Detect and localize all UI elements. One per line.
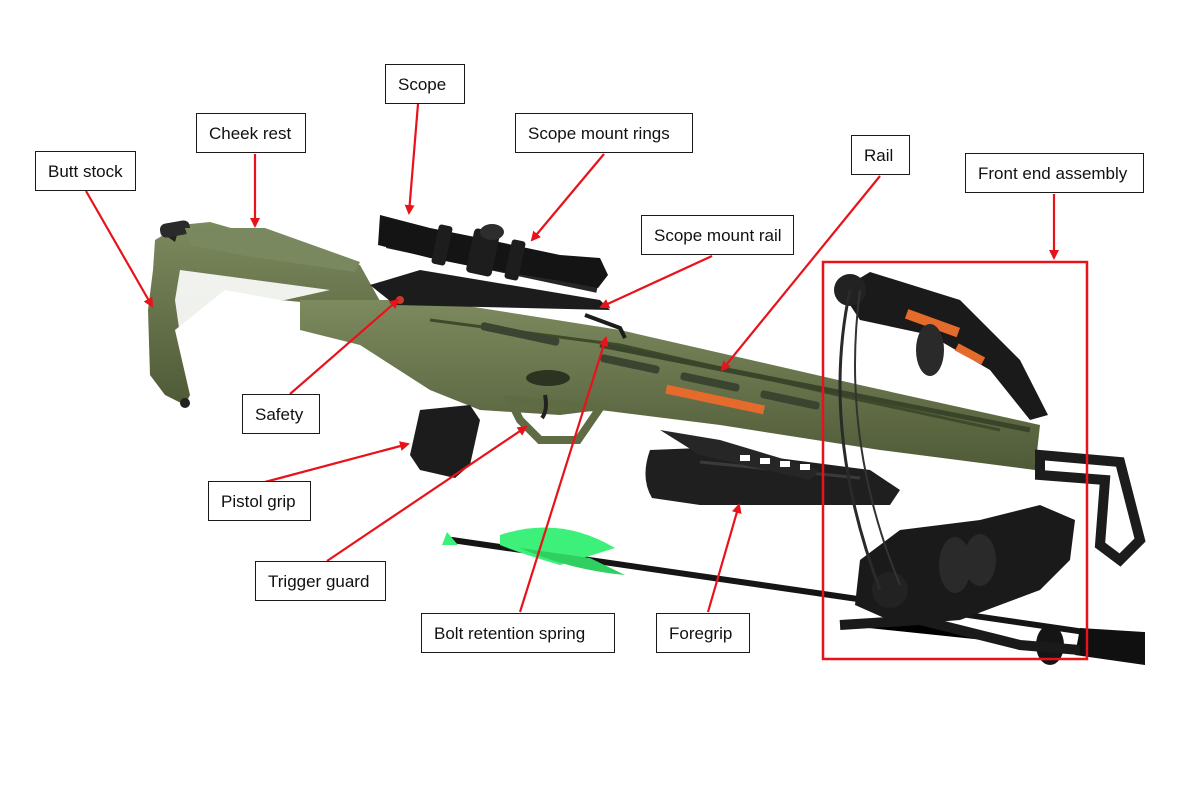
label-front-end-assembly: Front end assembly: [965, 153, 1144, 193]
arrow-foregrip: [706, 503, 742, 613]
foregrip-shape: [645, 430, 900, 505]
label-scope-mount-rings: Scope mount rings: [515, 113, 693, 153]
label-scope: Scope: [385, 64, 465, 104]
label-trigger-guard: Trigger guard: [255, 561, 386, 601]
scope-shape: [370, 215, 627, 339]
label-foregrip: Foregrip: [656, 613, 750, 653]
label-scope-mount-rail: Scope mount rail: [641, 215, 794, 255]
label-safety: Safety: [242, 394, 320, 434]
label-cheek-rest: Cheek rest: [196, 113, 306, 153]
arrow-trigger-guard: [326, 425, 528, 562]
arrow-scope-mount-rail: [599, 255, 713, 309]
label-rail: Rail: [851, 135, 910, 175]
arrow-rail: [720, 175, 881, 372]
label-pistol-grip: Pistol grip: [208, 481, 311, 521]
arrow-scope-mount-rings: [530, 153, 605, 242]
arrow-safety: [289, 298, 400, 395]
arrow-butt-stock: [85, 190, 153, 308]
arrow-bolt-retention-spring: [518, 336, 609, 613]
crossbow-illustration: [148, 215, 1146, 665]
arrow-pistol-grip: [264, 441, 410, 484]
label-butt-stock: Butt stock: [35, 151, 136, 191]
arrow-scope: [404, 103, 420, 215]
butt-stock-shape: [148, 220, 385, 408]
bolt-arrow: [442, 527, 1145, 665]
label-bolt-retention-spring: Bolt retention spring: [421, 613, 615, 653]
callout-arrows: [85, 103, 1059, 613]
main-body-shape: [300, 300, 1040, 470]
front-end-highlight-box: [821, 260, 1089, 661]
front-end-shape: [834, 272, 1146, 655]
